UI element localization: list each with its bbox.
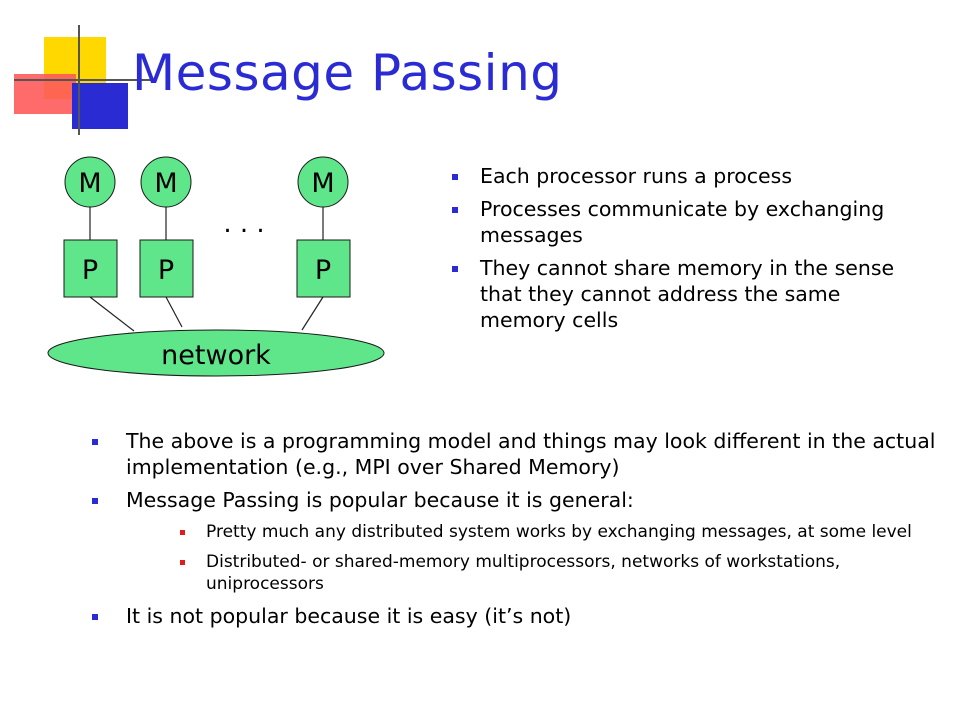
diagram-description-list: Each processor runs a process Processes … <box>440 163 910 340</box>
bullet-square-icon <box>92 439 98 445</box>
decorative-horizontal-line <box>14 79 154 81</box>
bullet-square-icon <box>452 207 458 213</box>
list-item: Processes communicate by exchanging mess… <box>440 196 910 248</box>
bullet-text: It is not popular because it is easy (it… <box>126 604 572 628</box>
list-item: They cannot share memory in the sense th… <box>440 255 910 333</box>
bullet-text: They cannot share memory in the sense th… <box>480 256 895 332</box>
sub-bullet-square-icon <box>180 560 185 565</box>
memory-label-1: M <box>78 168 101 199</box>
processor-network-link-3 <box>301 296 324 331</box>
memory-node-3 <box>297 156 349 208</box>
decorative-blue-square <box>72 83 128 129</box>
processor-label-3: P <box>315 255 331 286</box>
bullet-text: The above is a programming model and thi… <box>126 429 936 479</box>
list-item: Each processor runs a process <box>440 163 910 189</box>
bullet-text: Message Passing is popular because it is… <box>126 488 634 512</box>
list-item: Message Passing is popular because it is… <box>90 487 940 595</box>
processor-node-1 <box>63 239 118 298</box>
processor-label-1: P <box>82 255 98 286</box>
memory-label-2: M <box>154 168 177 199</box>
bullet-text: Each processor runs a process <box>480 164 793 188</box>
network-ellipse <box>47 329 385 377</box>
processor-network-link-2 <box>165 296 183 328</box>
sub-list-item: Distributed- or shared-memory multiproce… <box>162 551 940 595</box>
memory-node-1 <box>64 156 116 208</box>
ellipsis: . . . <box>223 209 264 239</box>
bullet-square-icon <box>452 174 458 180</box>
sub-list-item: Pretty much any distributed system works… <box>162 521 940 543</box>
slide-title: Message Passing <box>132 44 563 102</box>
sub-bullet-text: Pretty much any distributed system works… <box>206 522 912 542</box>
bullet-square-icon <box>92 498 98 504</box>
list-item: It is not popular because it is easy (it… <box>90 603 940 629</box>
processor-node-3 <box>296 239 351 298</box>
processor-network-link-1 <box>89 296 135 332</box>
sub-bullet-list: Pretty much any distributed system works… <box>162 521 940 595</box>
processor-node-2 <box>139 239 194 298</box>
network-label: network <box>161 340 271 371</box>
main-bullet-list: The above is a programming model and thi… <box>90 428 940 636</box>
bullet-text: Processes communicate by exchanging mess… <box>480 197 885 247</box>
bullet-square-icon <box>92 614 98 620</box>
processor-label-2: P <box>158 255 174 286</box>
sub-bullet-square-icon <box>180 530 185 535</box>
list-item: The above is a programming model and thi… <box>90 428 940 480</box>
memory-label-3: M <box>311 168 334 199</box>
sub-bullet-text: Distributed- or shared-memory multiproce… <box>206 552 841 594</box>
bullet-square-icon <box>452 266 458 272</box>
memory-node-2 <box>140 156 192 208</box>
